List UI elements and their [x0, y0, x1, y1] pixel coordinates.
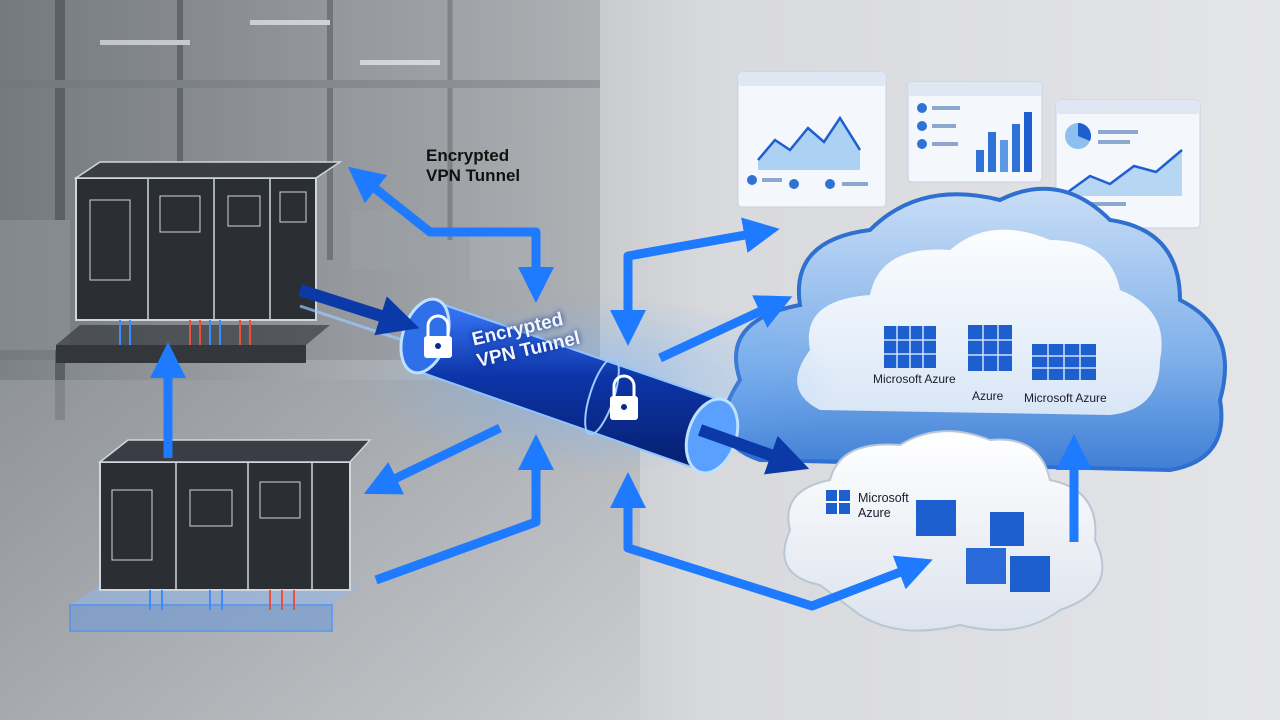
small-cloud-label: Microsoft Azure: [858, 491, 909, 521]
pie-chart-icon: [1065, 123, 1091, 149]
windows-logo-icon: [966, 548, 1006, 584]
windows-logo-icon: [884, 326, 936, 368]
server-cabinet-bottom: [69, 439, 372, 632]
line-chart-icon: [757, 115, 862, 170]
cloud-label-microsoft-azure: Microsoft Azure: [873, 372, 956, 386]
arrow-tunnel-to-cloud-top: [610, 217, 780, 346]
arrow-tunnel-to-bottom-server: [363, 423, 502, 495]
tunnel-label-line2: VPN Tunnel: [426, 166, 521, 185]
cloud-label-azure: Azure: [972, 389, 1004, 403]
flow-arrows: [150, 166, 1092, 611]
windows-logo-icon: [990, 512, 1024, 546]
arrow-tunnel-to-cloud-middle: [658, 295, 793, 363]
arrow-tunnel-to-small-cloud: [610, 472, 933, 611]
small-cloud-label-line1: Microsoft: [858, 491, 909, 505]
tunnel-exit-arrow: [697, 424, 810, 475]
tunnel-label-line1: Encrypted: [426, 146, 510, 165]
cloud-label-microsoft-azure-2: Microsoft Azure: [1024, 391, 1107, 405]
tunnel-entry-arrow: [298, 284, 420, 336]
tunnel-label: Encrypted VPN Tunnel: [426, 146, 520, 186]
windows-logo-icon: [916, 500, 956, 536]
windows-logo-icon: [826, 490, 850, 514]
windows-logo-icon: [968, 325, 1012, 371]
arrow-tunnel-to-top-server: [347, 166, 554, 303]
bar-chart-icon: [976, 112, 1032, 172]
dashboard-panel-line-chart: [737, 71, 887, 208]
padlock-icon: [610, 374, 638, 420]
dashboard-panel-pie-chart: [1055, 99, 1201, 229]
server-cabinet-top: [56, 161, 343, 363]
arrow-bottom-server-to-tunnel: [374, 434, 554, 585]
padlock-icon: [424, 314, 452, 358]
windows-logo-icon: [1032, 344, 1096, 380]
windows-logo-icon: [1010, 556, 1050, 592]
small-cloud-label-line2: Azure: [858, 506, 891, 520]
dashboard-panel-bar-chart: [907, 81, 1043, 183]
